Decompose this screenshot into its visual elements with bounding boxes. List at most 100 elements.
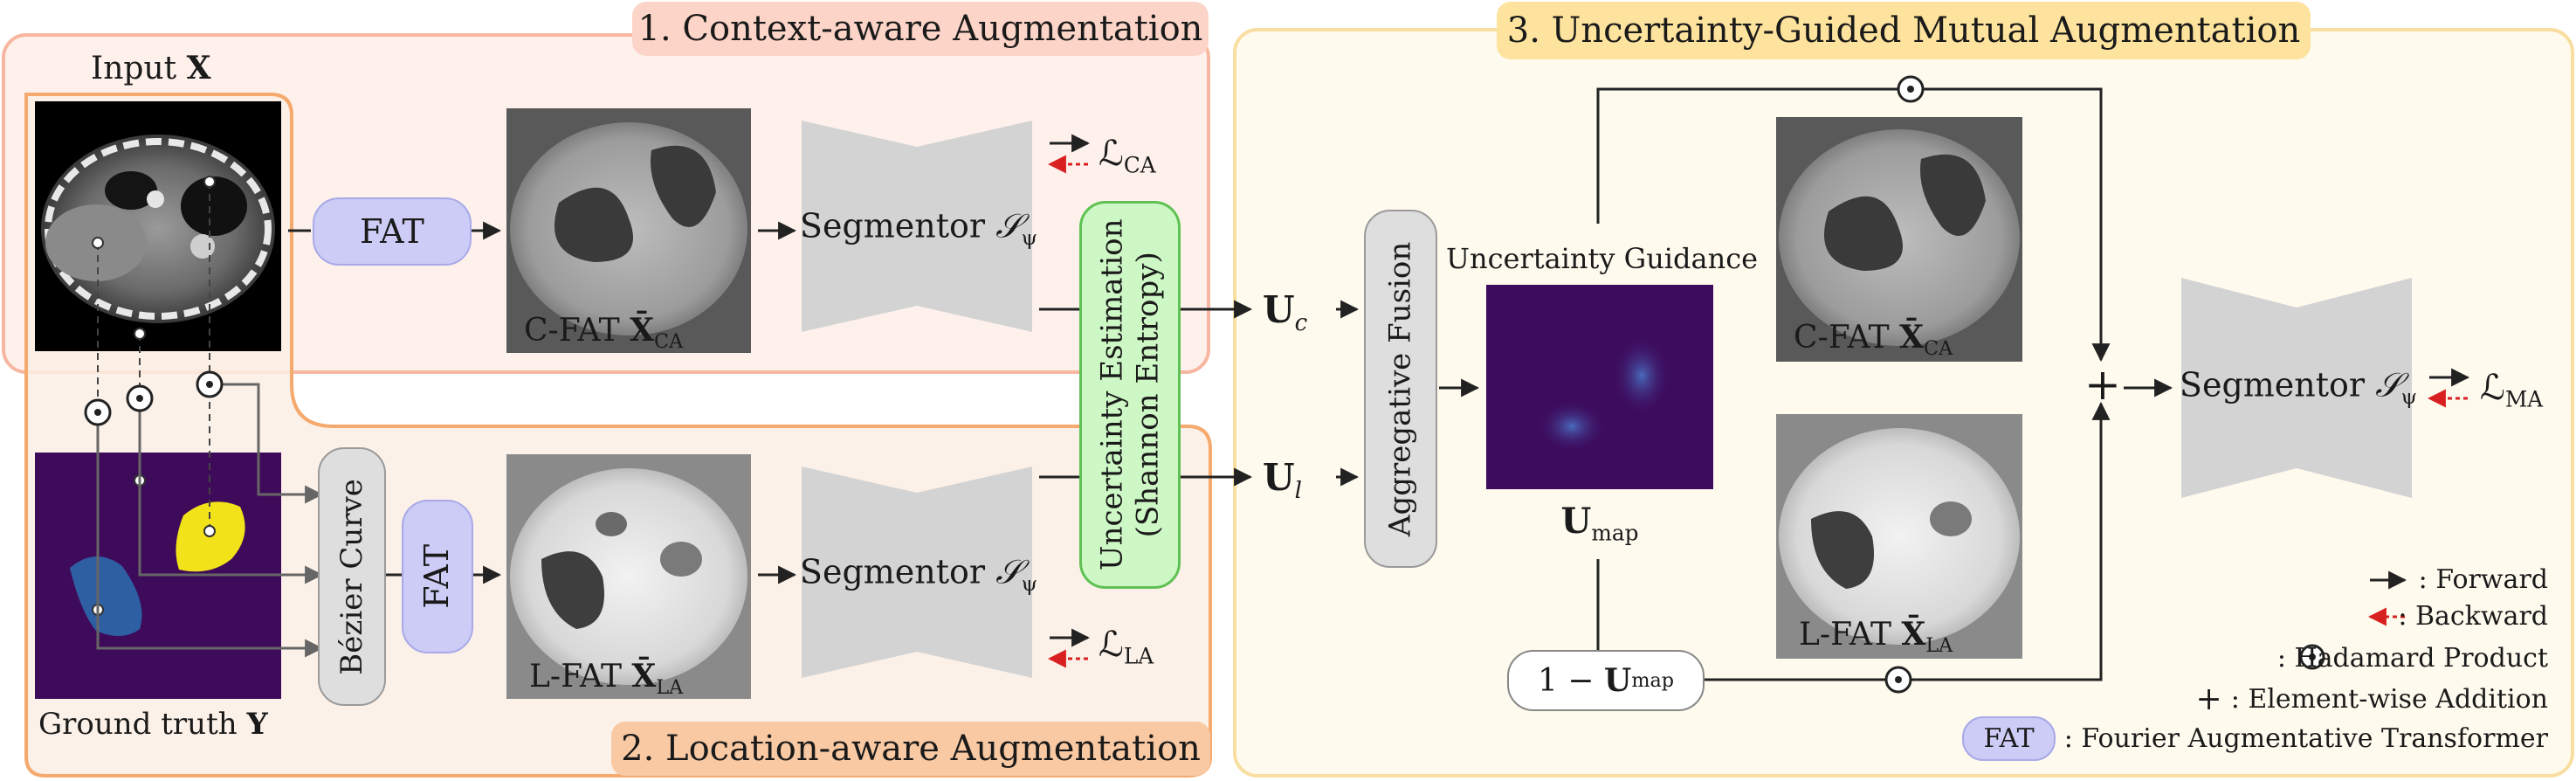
mutual-cfat-image — [1776, 117, 2022, 362]
input-ct-image — [35, 101, 281, 351]
segmentor-label-context-text: Segmentor — [799, 206, 986, 245]
bezier-curve-module: Bézier Curve — [318, 447, 386, 706]
one-minus-umap-sub: map — [1631, 669, 1675, 692]
segmentor-sub-context: ψ — [1021, 225, 1038, 250]
segmentor-label-context: Segmentor 𝒮ψ — [800, 210, 1037, 249]
uncertainty-estimation-line2: (Shannon Entropy) — [1130, 252, 1166, 538]
uncertainty-estimation-text: Uncertainty Estimation (Shannon Entropy) — [1094, 219, 1166, 571]
legend-fat-chip: FAT — [1962, 716, 2056, 761]
ul-sub: l — [1294, 478, 1302, 505]
umap-image — [1486, 285, 1713, 489]
segmentor-label-location-text: Segmentor — [799, 552, 986, 591]
legend-backward: : Backward — [2398, 601, 2548, 632]
cfat-caption-sub: CA — [654, 329, 684, 353]
segmentor-sub-location: ψ — [1021, 570, 1038, 596]
lfat-caption-sub: LA — [656, 675, 684, 699]
loss-ma: ℒMA — [2480, 370, 2543, 411]
input-symbol: X — [186, 50, 211, 86]
bezier-connectors — [96, 383, 324, 658]
input-label-text: Input — [91, 51, 177, 86]
uncertainty-guidance-text: Uncertainty Guidance — [1446, 242, 1759, 275]
ground-truth-label-text: Ground truth — [38, 707, 238, 742]
section-title-location: 2. Location-aware Augmentation — [611, 722, 1210, 776]
fat-module-location: FAT — [402, 500, 473, 653]
cfat-caption-label: C-FAT — [524, 313, 620, 349]
loss-ma-sub: MA — [2504, 386, 2544, 412]
umap-sub: map — [1591, 520, 1639, 546]
lfat-image — [506, 454, 751, 699]
segmentor-label-mutual-text: Segmentor — [2179, 365, 2366, 404]
legend-addition-text: : Element-wise Addition — [2230, 684, 2548, 715]
legend-arrows — [2299, 570, 2407, 670]
mutual-cfat-sub: CA — [1924, 336, 1953, 360]
bezier-curve-text: Bézier Curve — [334, 478, 369, 675]
one-minus-text: 1 − — [1537, 662, 1595, 699]
loss-ca-symbol: ℒ — [1099, 134, 1124, 174]
uc-sub: c — [1294, 310, 1308, 337]
legend-forward: : Forward — [2419, 564, 2548, 595]
input-label: Input X — [91, 52, 211, 85]
mutual-cfat-label: C-FAT — [1794, 320, 1890, 356]
legend-backward-text: : Backward — [2398, 601, 2548, 632]
legend-forward-text: : Forward — [2418, 564, 2548, 595]
uc-symbol: U — [1263, 288, 1295, 331]
section-title-mutual: 3. Uncertainty-Guided Mutual Augmentatio… — [1497, 2, 2311, 59]
cfat-caption-symbol: X̄ — [630, 312, 654, 349]
mutual-lfat-image — [1776, 414, 2022, 659]
aggregative-fusion-module: Aggregative Fusion — [1364, 210, 1437, 568]
uncertainty-estimation-module: Uncertainty Estimation (Shannon Entropy) — [1079, 201, 1181, 589]
section-title-context: 1. Context-aware Augmentation — [632, 2, 1209, 56]
umap-caption: Umap — [1560, 500, 1639, 546]
loss-la-sub: LA — [1123, 643, 1154, 669]
mutual-lfat-symbol: X̄ — [1901, 616, 1926, 653]
legend-hadamard: : Hadamard Product — [2277, 643, 2548, 674]
segmentor-symbol-mutual: 𝒮 — [2375, 365, 2401, 404]
mutual-cfat-symbol: X̄ — [1899, 319, 1924, 356]
hadamard-dots — [94, 86, 1914, 683]
ul-symbol: U — [1263, 456, 1295, 499]
legend-fat: FAT : Fourier Augmentative Transformer — [1962, 716, 2548, 761]
ul-label: Ul — [1263, 460, 1302, 505]
segmentor-label-mutual: Segmentor 𝒮ψ — [2180, 369, 2417, 408]
fat-module-context-text: FAT — [360, 212, 424, 251]
section-title-context-text: 1. Context-aware Augmentation — [637, 9, 1203, 49]
lfat-caption-symbol: X̄ — [631, 658, 657, 695]
sampling-points — [92, 176, 216, 616]
lfat-caption-label: L-FAT — [529, 659, 622, 695]
uc-label: Uc — [1263, 292, 1307, 335]
segmentor-sub-mutual: ψ — [2400, 384, 2418, 409]
mutual-cfat-caption: C-FAT X̄CA — [1794, 321, 1953, 358]
segmentor-symbol-location: 𝒮 — [995, 552, 1022, 591]
mutual-lfat-label: L-FAT — [1799, 617, 1891, 653]
segmentor-symbol-context: 𝒮 — [995, 206, 1022, 245]
aggregative-fusion-text: Aggregative Fusion — [1382, 241, 1418, 536]
plus-symbol: + — [2084, 359, 2121, 410]
segmentor-label-location: Segmentor 𝒮ψ — [800, 556, 1037, 595]
loss-ca-sub: CA — [1123, 152, 1156, 178]
legend-fat-text: : Fourier Augmentative Transformer — [2063, 723, 2548, 754]
mutual-lfat-caption: L-FAT X̄LA — [1799, 619, 1953, 655]
section-title-location-text: 2. Location-aware Augmentation — [621, 729, 1201, 769]
legend-hadamard-text: : Hadamard Product — [2276, 643, 2548, 674]
uncertainty-estimation-line1: Uncertainty Estimation — [1094, 218, 1130, 571]
loss-la-symbol: ℒ — [1099, 625, 1124, 665]
fat-module-location-text: FAT — [417, 544, 457, 609]
legend-addition: + : Element-wise Addition — [2196, 681, 2548, 717]
fat-module-context: FAT — [313, 197, 472, 266]
section-title-mutual-text: 3. Uncertainty-Guided Mutual Augmentatio… — [1506, 10, 2301, 51]
ground-truth-symbol: Y — [246, 707, 268, 742]
one-minus-umap-symbol: U — [1603, 662, 1632, 699]
cfat-image — [506, 108, 751, 353]
legend-plus-symbol: + — [2195, 681, 2222, 717]
mutual-lfat-sub: LA — [1925, 633, 1953, 657]
lfat-caption: L-FAT X̄LA — [529, 660, 683, 697]
loss-ma-symbol: ℒ — [2480, 368, 2505, 408]
loss-la: ℒLA — [1099, 627, 1154, 667]
umap-symbol: U — [1560, 500, 1592, 542]
cfat-caption: C-FAT X̄CA — [524, 314, 683, 351]
loss-arrows — [1047, 134, 2470, 668]
ground-truth-label: Ground truth Y — [38, 709, 268, 739]
